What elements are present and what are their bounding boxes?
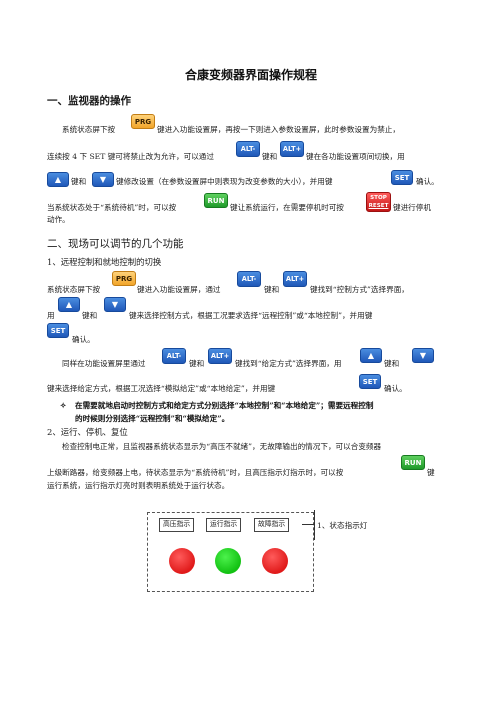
note-line: 在需要就地启动时控制方式和给定方式分别选择“本地控制”和“本地给定”；需要远程控… bbox=[75, 401, 374, 410]
text-line: 键和 bbox=[264, 285, 280, 294]
text-line: 键修改设置（在参数设置屏中则表现为改变参数的大小），并用键 bbox=[116, 177, 333, 186]
text-line: 系统状态屏下按 bbox=[62, 125, 116, 134]
up-arrow-key-icon: ▲ bbox=[58, 297, 80, 312]
section-heading-functions: 二、现场可以调节的几个功能 bbox=[47, 238, 184, 250]
text-line: 键进入功能设置屏，通过 bbox=[137, 285, 221, 294]
section-heading-monitor: 一、监视器的操作 bbox=[47, 95, 131, 107]
run-key-icon: RUN bbox=[401, 455, 425, 470]
text-line: 键找到“控制方式”选择界面， bbox=[310, 285, 409, 294]
fault-indicator-lamp bbox=[262, 548, 288, 574]
stop-label: STOP bbox=[370, 195, 387, 201]
alt-minus-key-icon: ALT- bbox=[162, 348, 186, 364]
up-arrow-key-icon: ▲ bbox=[360, 348, 382, 363]
text-line: 键和 bbox=[384, 359, 400, 368]
text-line: 键让系统运行，在需要停机时可按 bbox=[230, 203, 344, 212]
hv-indicator-lamp bbox=[169, 548, 195, 574]
text-line: 确认。 bbox=[384, 384, 407, 393]
page-title: 合康变频器界面操作规程 bbox=[185, 68, 318, 82]
text-line: 键找到“给定方式”选择界面，用 bbox=[235, 359, 342, 368]
hv-indicator-label: 高压指示 bbox=[159, 518, 195, 532]
callout-line bbox=[302, 524, 314, 525]
down-arrow-key-icon: ▼ bbox=[104, 297, 126, 312]
set-key-icon: SET bbox=[359, 374, 381, 389]
note-marker: ✧ bbox=[60, 401, 67, 410]
alt-minus-key-icon: ALT- bbox=[236, 141, 260, 157]
text-line: 运行系统，运行指示灯亮时则表明系统处于运行状态。 bbox=[47, 481, 230, 490]
text-line: 同样在功能设置屏里通过 bbox=[62, 359, 146, 368]
text-line: 键在各功能设置项间切换，用 bbox=[306, 152, 405, 161]
set-key-icon: SET bbox=[47, 323, 69, 338]
callout-bracket bbox=[314, 510, 315, 540]
text-line: 检查控制电正常，且监视器系统状态显示为“高压不就绪”，无故障输出的情况下，可以合… bbox=[62, 442, 382, 451]
text-line: 键进行停机 bbox=[393, 203, 431, 212]
text-line: 键和 bbox=[262, 152, 278, 161]
run-key-icon: RUN bbox=[204, 193, 228, 208]
text-line: 键进入功能设置屏，再按一下则进入参数设置屏，此时参数设置为禁止， bbox=[157, 125, 400, 134]
text-line: 键和 bbox=[189, 359, 205, 368]
text-line: 键和 bbox=[71, 177, 87, 186]
text-line: 键来选择控制方式，根据工况要求选择“远程控制”或“本地控制”，并用键 bbox=[129, 311, 373, 320]
text-line: 确认。 bbox=[416, 177, 439, 186]
text-line: 键 bbox=[427, 468, 435, 477]
prg-key-icon: PRG bbox=[131, 114, 155, 129]
text-line: 当系统状态处于“系统待机”时，可以按 bbox=[47, 203, 177, 212]
alt-minus-key-icon: ALT- bbox=[237, 271, 261, 287]
prg-key-icon: PRG bbox=[112, 271, 136, 286]
text-line: 连续按 4 下 SET 键可将禁止改为允许，可以通过 bbox=[47, 152, 214, 161]
down-arrow-key-icon: ▼ bbox=[412, 348, 434, 363]
up-arrow-key-icon: ▲ bbox=[47, 172, 69, 187]
stop-reset-key-icon: STOP RESET bbox=[366, 192, 391, 212]
alt-plus-key-icon: ALT+ bbox=[283, 271, 307, 287]
fault-indicator-label: 故障指示 bbox=[254, 518, 290, 532]
run-indicator-label: 运行指示 bbox=[206, 518, 242, 532]
status-indicator-panel: 高压指示 运行指示 故障指示 bbox=[147, 512, 314, 592]
text-line: 键和 bbox=[82, 311, 98, 320]
text-line: 用 bbox=[47, 311, 55, 320]
alt-plus-key-icon: ALT+ bbox=[208, 348, 232, 364]
down-arrow-key-icon: ▼ bbox=[92, 172, 114, 187]
subsection-heading-run-stop-reset: 2、运行、停机、复位 bbox=[47, 427, 128, 437]
text-line: 动作。 bbox=[47, 215, 70, 224]
status-indicator-caption: 1、状态指示灯 bbox=[317, 521, 368, 530]
text-line: 确认。 bbox=[72, 335, 95, 344]
alt-plus-key-icon: ALT+ bbox=[280, 141, 304, 157]
text-line: 系统状态屏下按 bbox=[47, 285, 101, 294]
run-indicator-lamp bbox=[215, 548, 241, 574]
text-line: 键来选择给定方式，根据工况选择“模拟给定”或“本地给定”，并用键 bbox=[47, 384, 276, 393]
set-key-icon: SET bbox=[391, 170, 413, 185]
note-line: 的时候则分别选择“远程控制”和“模拟给定”。 bbox=[75, 414, 230, 423]
subsection-heading-control-switch: 1、远程控制和就地控制的切换 bbox=[47, 257, 162, 267]
reset-label: RESET bbox=[368, 203, 389, 209]
text-line: 上级断路器，给变频器上电，待状态显示为“系统待机”时，且高压指示灯指示时，可以按 bbox=[47, 468, 344, 477]
